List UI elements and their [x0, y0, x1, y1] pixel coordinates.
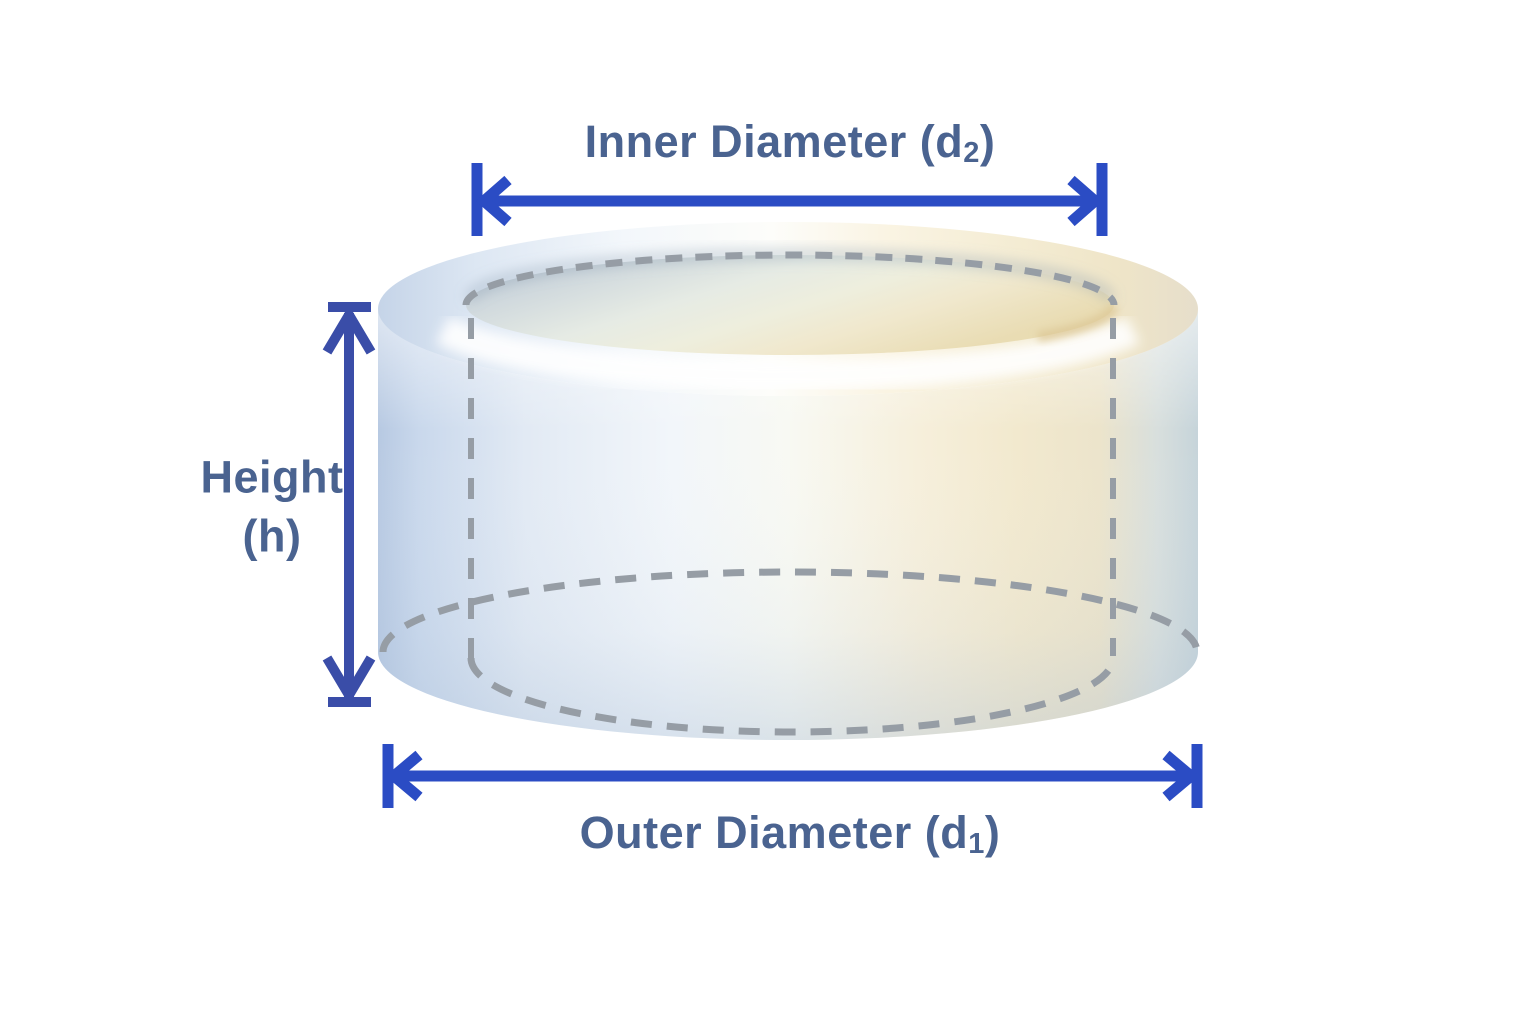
outer-diameter-left-arrowhead: [385, 750, 423, 802]
inner-diameter-dimension: [471, 163, 1108, 236]
inner-rim-dashed-arc: [462, 251, 1118, 306]
cylinder-body-shading: [378, 309, 1198, 740]
inner-diameter-label-text: Inner Diameter (d: [584, 115, 964, 167]
outer-diameter-right-arrowhead: [1162, 750, 1200, 802]
outer-diameter-close-paren: ): [984, 806, 1001, 858]
inner-diameter-left-arrowhead: [475, 175, 512, 227]
inner-hole-right-lip: [1037, 304, 1119, 342]
cylinder: [378, 222, 1198, 740]
outer-diameter-label-text: Outer Diameter (d: [579, 806, 969, 858]
inner-diameter-subscript: 2: [963, 136, 980, 169]
height-label: Height (h): [201, 449, 344, 566]
inner-hole: [466, 255, 1114, 355]
outer-diameter-label: Outer Diameter (d1): [580, 804, 1001, 863]
outer-diameter-dimension: [382, 744, 1203, 808]
inner-base-front-dashed-arc: [467, 657, 1117, 736]
height-top-arrowhead: [322, 305, 376, 355]
outer-diameter-subscript: 1: [968, 827, 985, 860]
hidden-edges: [379, 251, 1201, 736]
rim-front-highlight: [436, 316, 1140, 391]
height-dimension: [322, 302, 376, 707]
inner-diameter-label: Inner Diameter (d2): [585, 113, 996, 172]
inner-diameter-close-paren: ): [979, 115, 996, 167]
inner-diameter-right-arrowhead: [1067, 175, 1104, 227]
height-label-line2: (h): [242, 510, 302, 561]
height-bottom-arrowhead: [322, 655, 376, 705]
height-label-line1: Height: [200, 451, 344, 503]
